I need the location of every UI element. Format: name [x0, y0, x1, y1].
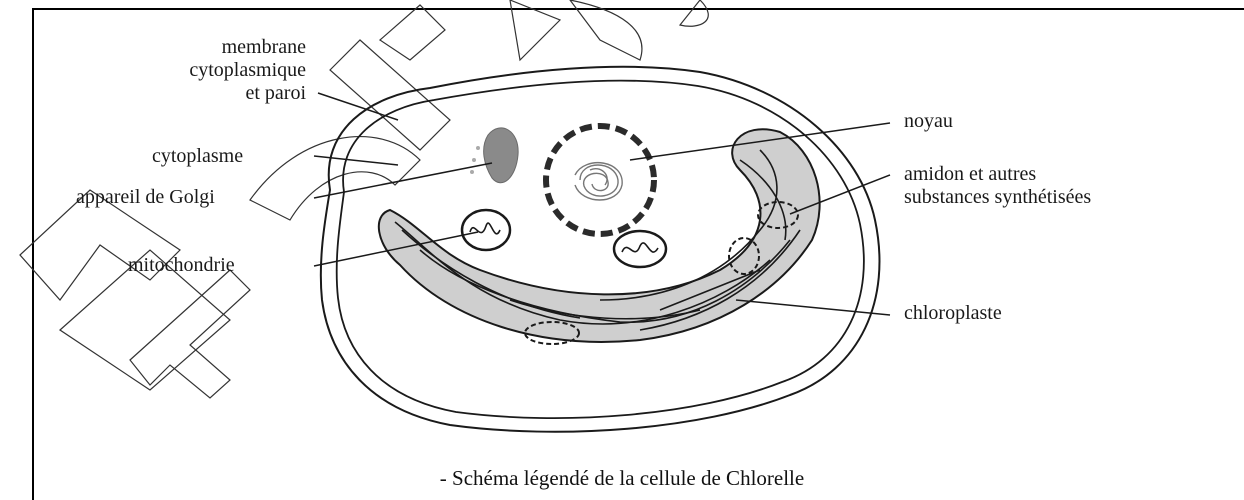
leader-chloroplaste [736, 300, 890, 315]
mitochondrion-2 [614, 231, 666, 267]
label-cytoplasme: cytoplasme [152, 145, 243, 168]
nucleus-envelope [546, 126, 654, 234]
label-amidon-line2: substances synthétisées [904, 186, 1091, 209]
label-membrane-line1: membrane [130, 36, 306, 59]
leader-golgi [314, 163, 492, 198]
figure-caption: - Schéma légendé de la cellule de Chlore… [0, 466, 1244, 491]
label-golgi: appareil de Golgi [76, 186, 215, 209]
label-membrane: membrane cytoplasmique et paroi [130, 36, 306, 105]
label-amidon-line1: amidon et autres [904, 163, 1091, 186]
label-mitochondrie: mitochondrie [128, 254, 235, 277]
golgi-dots [470, 146, 480, 174]
label-membrane-line3: et paroi [130, 82, 306, 105]
mitochondrion-1 [462, 210, 510, 250]
label-chloroplaste: chloroplaste [904, 302, 1002, 325]
nucleolus [575, 163, 622, 200]
leader-cytoplasme [314, 156, 398, 165]
label-membrane-line2: cytoplasmique [130, 59, 306, 82]
golgi-apparatus [484, 128, 519, 183]
label-noyau: noyau [904, 110, 953, 133]
chloroplast [379, 129, 820, 342]
label-amidon: amidon et autres substances synthétisées [904, 163, 1091, 209]
